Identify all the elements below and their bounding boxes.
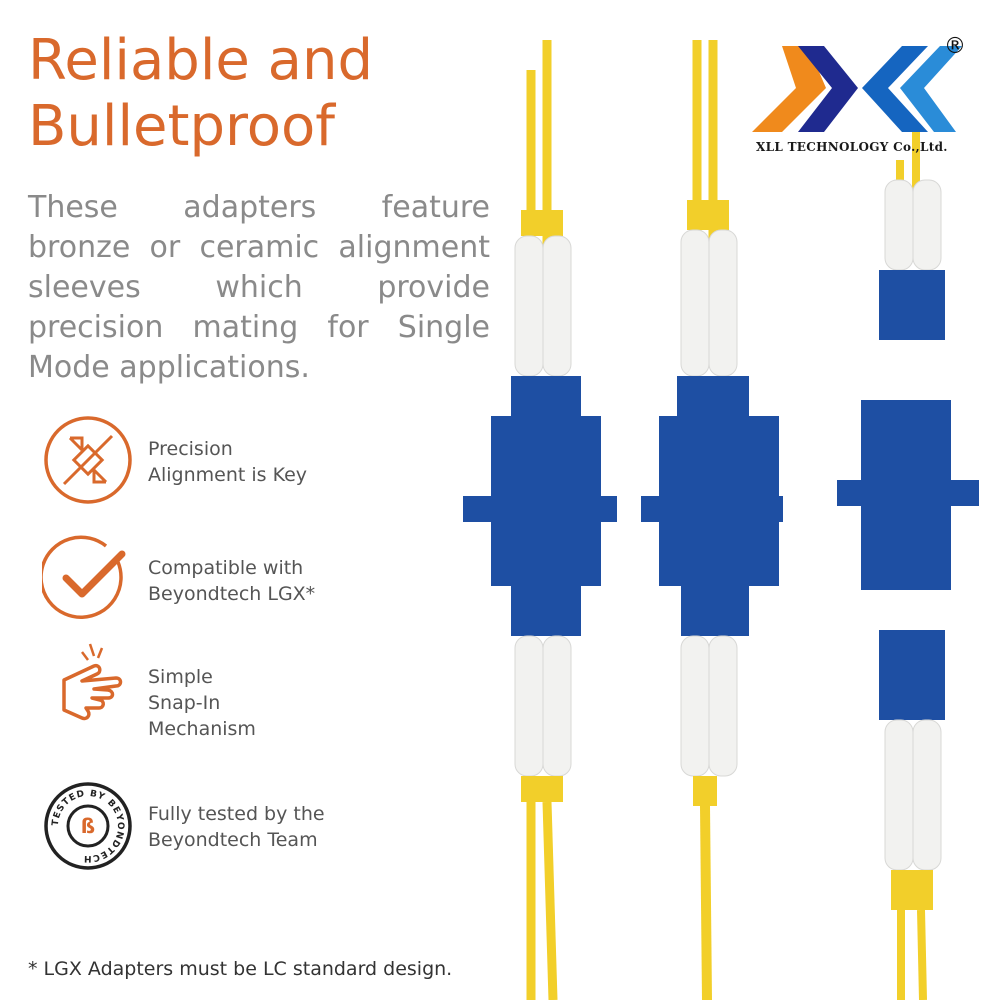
left-adapter-assembly [463,40,617,1000]
intro-paragraph: These adapters feature bronze or ceramic… [28,190,490,385]
feature-fully-tested: Fully tested by the Beyondtech Team [148,801,388,853]
feature-snap-in: Simple Snap-In Mechanism [148,664,388,742]
feature-label: Fully tested by the [148,803,325,825]
feature-label: Alignment is Key [148,464,308,486]
feature-label: Beyondtech LGX* [148,583,316,605]
tested-badge-icon: TESTED BY BEYONDTECH ß [44,782,132,870]
headline-line-1: Reliable and [28,28,373,93]
feature-compatible-lgx: Compatible with Beyondtech LGX* [148,555,388,607]
headline-line-2: Bulletproof [28,94,336,159]
fiber-adapter-photo [463,40,979,1000]
registered-mark: ® [944,34,966,59]
middle-adapter-assembly [641,40,783,1000]
right-exploded-assembly [837,130,979,1000]
svg-text:ß: ß [81,814,95,838]
logo-navy-chevron [798,46,858,132]
feature-label: Simple [148,666,213,688]
feature-label: Snap-In [148,692,221,714]
feature-label: Compatible with [148,557,304,579]
feature-label: Beyondtech Team [148,829,318,851]
headline: Reliable and Bulletproof [28,28,488,160]
xll-logo [752,46,962,132]
checkmark-icon [42,535,126,619]
finger-snap-icon [62,643,123,721]
footnote: * LGX Adapters must be LC standard desig… [28,958,453,980]
logo-blue-chevron-1 [862,46,928,132]
feature-precision-alignment: Precision Alignment is Key [148,436,388,488]
feature-label: Precision [148,438,233,460]
logo-orange-chevron [752,46,826,132]
feature-label: Mechanism [148,718,256,740]
precision-alignment-icon [44,416,132,504]
logo-company-name: XLL TECHNOLOGY Co.,Ltd. [756,140,948,154]
logo-blue-chevron-2 [900,46,962,132]
